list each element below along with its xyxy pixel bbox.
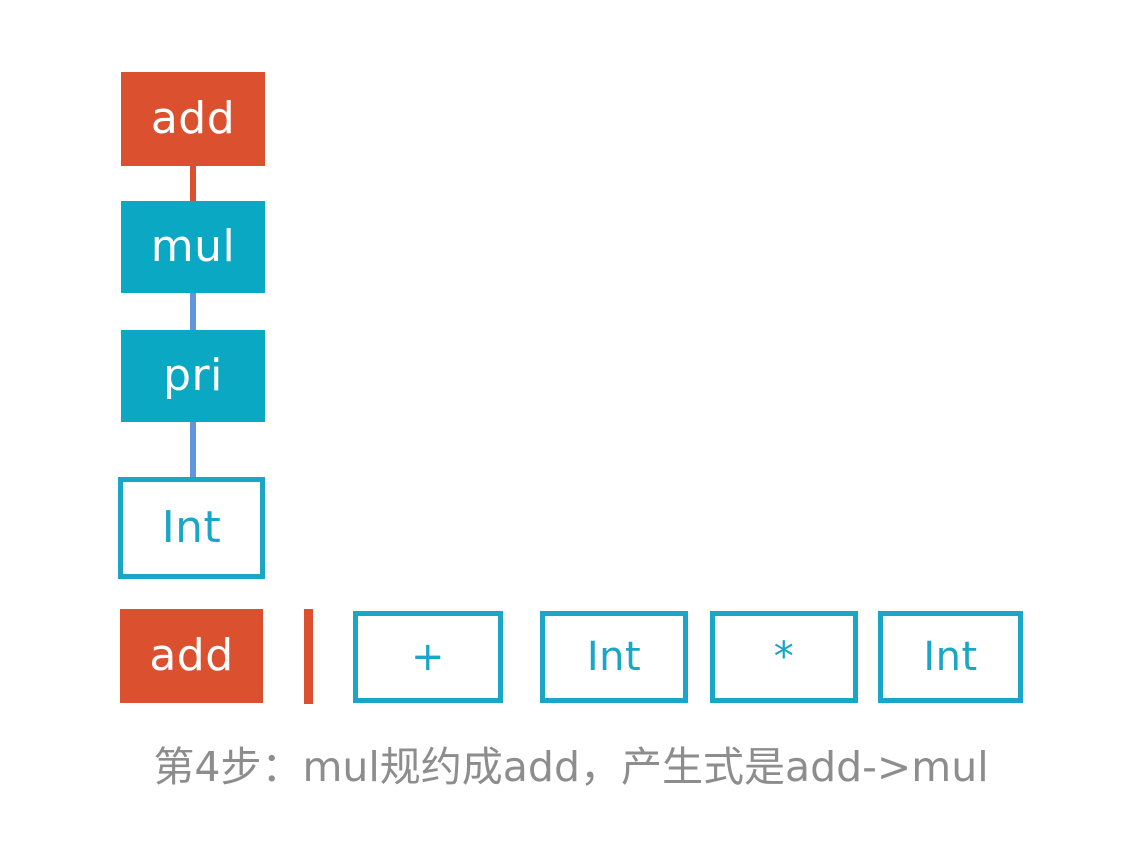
stack-node-int[interactable]: Int: [118, 477, 265, 579]
token-int-2-label: Int: [923, 634, 978, 680]
stack-node-add-label: add: [150, 93, 236, 144]
stack-node-int-label: Int: [161, 502, 222, 553]
stack-node-mul-label: mul: [150, 221, 236, 272]
stack-node-pri-label: pri: [163, 350, 223, 401]
token-int-1-label: Int: [586, 634, 642, 680]
stack-node-add[interactable]: add: [121, 72, 265, 166]
input-cursor-bar: [304, 609, 313, 704]
connector-pri-int: [190, 422, 196, 478]
input-row-reduced-add-label: add: [149, 630, 234, 681]
token-star-label: *: [773, 634, 795, 680]
token-star[interactable]: *: [710, 611, 858, 703]
connector-mul-pri: [190, 293, 196, 331]
connector-add-mul: [190, 166, 196, 202]
token-plus-label: +: [410, 634, 445, 680]
input-row-reduced-add[interactable]: add: [120, 609, 263, 703]
token-int-1[interactable]: Int: [540, 611, 688, 703]
token-plus[interactable]: +: [353, 611, 503, 703]
token-int-2[interactable]: Int: [878, 611, 1023, 703]
step-caption: 第4步：mul规约成add，产生式是add->mul: [153, 743, 989, 791]
stack-node-pri[interactable]: pri: [121, 330, 265, 422]
stack-node-mul[interactable]: mul: [121, 201, 265, 293]
